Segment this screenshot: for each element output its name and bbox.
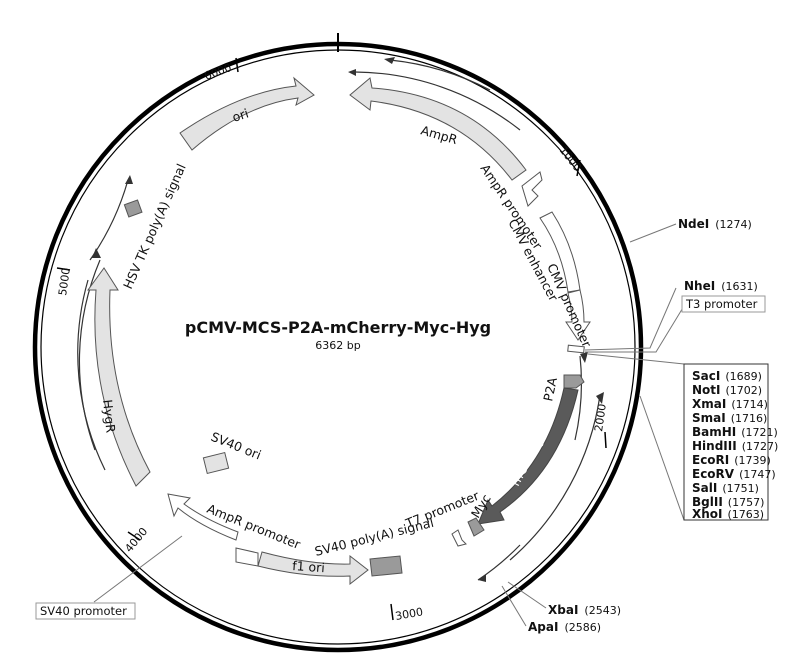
feature-sv40-polya xyxy=(369,555,403,577)
feature-ampr xyxy=(349,77,527,181)
sv40-promoter-label: SV40 promoter xyxy=(40,604,127,618)
svg-text:NdeI(1274): NdeI(1274) xyxy=(678,217,752,231)
svg-text:SacI(1689): SacI(1689) xyxy=(692,369,762,383)
site-xbai-apai: XbaI(2543) ApaI(2586) xyxy=(501,581,621,634)
plasmid-length: 6362 bp xyxy=(315,339,360,352)
svg-text:XmaI(1714): XmaI(1714) xyxy=(692,397,768,411)
feature-t7-promoter xyxy=(451,529,467,547)
sv40-promoter-callout: SV40 promoter xyxy=(35,535,183,620)
feature-t3-marker xyxy=(567,344,585,354)
label-p2a: P2A xyxy=(540,376,560,403)
svg-text:EcoRI(1739): EcoRI(1739) xyxy=(692,453,771,467)
tick-label-1000: 1000 xyxy=(557,144,584,174)
map-title: pCMV-MCS-P2A-mCherry-Myc-Hyg 6362 bp xyxy=(185,318,491,352)
label-sv40-polya: SV40 poly(A) signal xyxy=(313,515,435,559)
feature-sv40-ori xyxy=(202,451,230,475)
tick-label-2000: 2000 xyxy=(592,403,609,433)
svg-text:EcoRV(1747): EcoRV(1747) xyxy=(692,467,776,481)
feature-hygr xyxy=(87,267,151,487)
svg-text:NheI(1631): NheI(1631) xyxy=(684,279,758,293)
t3-promoter-label: T3 promoter xyxy=(685,297,758,311)
feature-cmv-promoter xyxy=(565,289,591,341)
backbone xyxy=(32,33,644,653)
label-hygr: HygR xyxy=(100,399,118,434)
label-ori: ori xyxy=(230,106,250,125)
thin-arrows xyxy=(77,57,604,582)
mcs-site-box: SacI(1689) NotI(1702) XmaI(1714) SmaI(17… xyxy=(587,353,778,521)
svg-text:BamHI(1721): BamHI(1721) xyxy=(692,425,778,439)
plasmid-name: pCMV-MCS-P2A-mCherry-Myc-Hyg xyxy=(185,318,491,337)
svg-text:XbaI(2543): XbaI(2543) xyxy=(548,603,621,617)
tick-label-5000: 5000 xyxy=(56,267,73,297)
svg-text:HindIII(1727): HindIII(1727) xyxy=(692,439,778,453)
feature-ampr-promoter-bottom xyxy=(167,493,259,567)
site-ndei: NdeI(1274) xyxy=(629,217,752,243)
svg-text:ApaI(2586): ApaI(2586) xyxy=(528,620,601,634)
svg-text:NotI(1702): NotI(1702) xyxy=(692,383,762,397)
site-nhei: NheI(1631) T3 promoter xyxy=(584,279,766,353)
feature-ampr-promoter-top xyxy=(521,171,543,207)
svg-text:XhoI(1763): XhoI(1763) xyxy=(692,507,764,521)
feature-p2a xyxy=(563,374,585,389)
svg-text:BglII(1757): BglII(1757) xyxy=(692,495,764,509)
tick-label-3000: 3000 xyxy=(394,605,424,623)
svg-text:SalI(1751): SalI(1751) xyxy=(692,481,759,495)
label-f1-ori: f1 ori xyxy=(292,558,326,575)
tick-label-6000: 6000 xyxy=(203,61,234,83)
feature-mcherry xyxy=(477,387,579,525)
svg-text:SmaI(1716): SmaI(1716) xyxy=(692,411,767,425)
feature-hsv-polya xyxy=(123,199,143,218)
tick-label-4000: 4000 xyxy=(122,525,150,555)
feature-myc xyxy=(467,517,485,537)
feature-f1-ori xyxy=(257,551,369,586)
t3-promoter-box xyxy=(681,295,766,313)
feature-ori xyxy=(179,76,315,151)
